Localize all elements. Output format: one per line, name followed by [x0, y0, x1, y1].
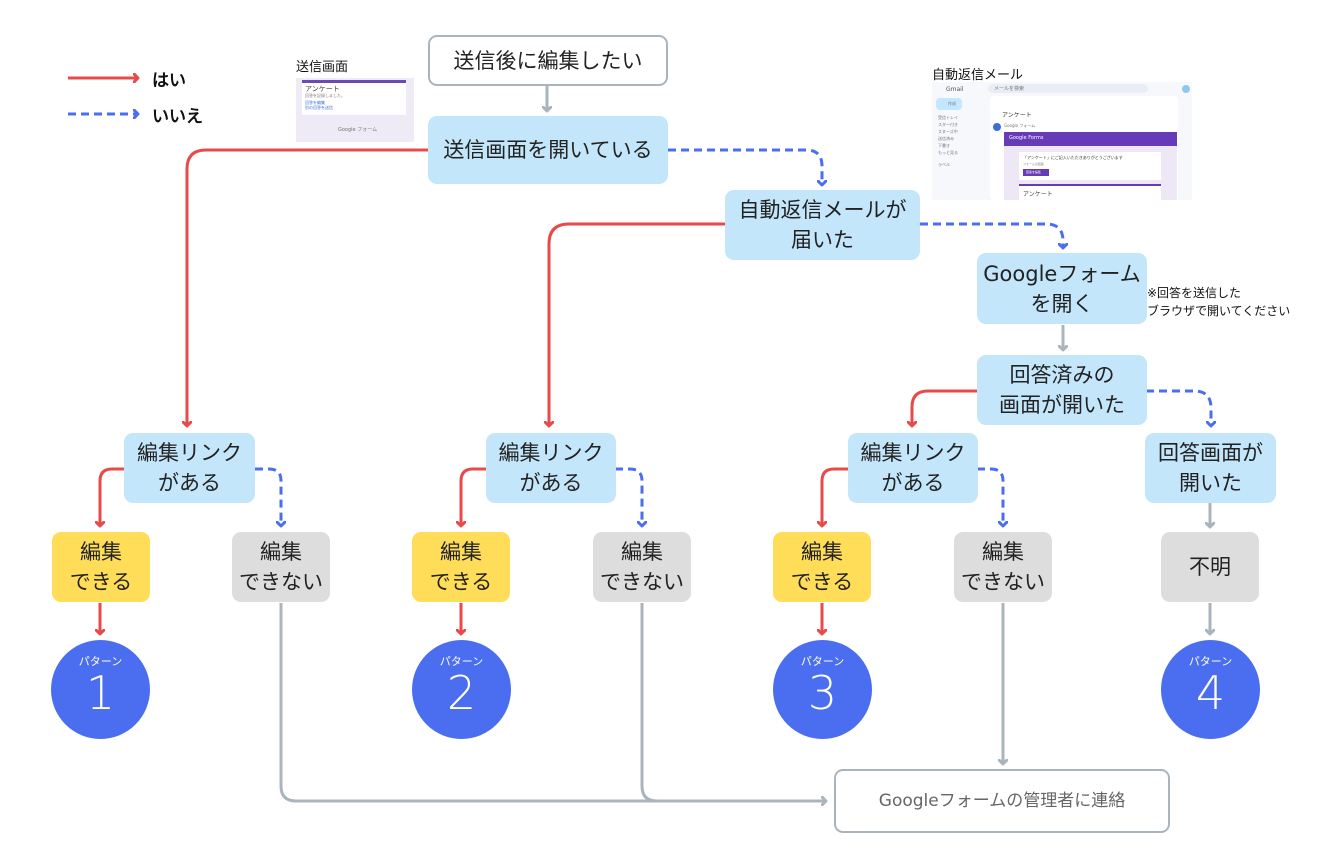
gmail-sidebar-item[interactable]: スター付き — [938, 122, 958, 127]
pattern-1-number: 1 — [85, 665, 116, 720]
edge-link2-no — [615, 467, 642, 526]
decision-answered-screen: 回答済みの 画面が開いた — [977, 355, 1147, 425]
edge-answered-no — [1146, 389, 1211, 426]
edge-link3-no — [977, 467, 1003, 526]
gmail-sidebar-item[interactable]: 下書き — [938, 143, 950, 148]
gmail-compose-button[interactable]: 作成 — [936, 98, 962, 110]
result-unknown: 不明 — [1161, 532, 1259, 602]
submit-screen-another-link[interactable]: 別の回答を送信 — [305, 105, 333, 110]
edge-submit-open-yes — [187, 148, 428, 426]
pattern-2-badge: パターン 2 — [412, 640, 511, 739]
edge-link1-no — [255, 467, 281, 526]
result-cannot-edit-2: 編集 できない — [593, 532, 691, 602]
start-node: 送信後に編集したい — [428, 35, 668, 86]
edge-submit-open-no — [668, 148, 822, 185]
gmail-search-bar[interactable]: メールを検索 — [988, 84, 1148, 93]
pattern-1-badge: パターン 1 — [51, 640, 150, 739]
pattern-3-label: パターン — [800, 654, 845, 668]
result-cannot-edit-1: 編集 できない — [232, 532, 330, 602]
gmail-sidebar-item[interactable]: スヌーズ中 — [938, 129, 958, 134]
result-can-edit-3: 編集 できる — [773, 532, 871, 602]
submit-screen-card: アンケート 回答を記録しました。 回答を編集 別の回答を送信 — [302, 80, 406, 115]
edge-link1-yes — [100, 467, 124, 526]
gmail-forms-banner: Google Forms — [1004, 132, 1177, 146]
decision-edit-link-2: 編集リンク がある — [486, 433, 616, 503]
edge-link3-yes — [822, 467, 848, 526]
gmail-compose-label: 作成 — [948, 101, 956, 106]
gmail-subject: アンケート — [1002, 112, 1032, 119]
gmail-sender: Google フォーム — [1004, 123, 1036, 128]
pattern-3-badge: パターン 3 — [773, 640, 872, 739]
submit-screen-caption: 送信画面 — [296, 60, 349, 75]
gmail-forms-sub-message: フォームの回答 — [1023, 162, 1044, 166]
gmail-message-pane: アンケート Google フォーム Google Forms 「アンケート」にご… — [990, 96, 1178, 200]
submit-screen-form-title: アンケート — [305, 85, 340, 93]
legend-no-label: いいえ — [152, 107, 203, 127]
edge-auto-reply-yes — [549, 222, 725, 426]
result-cannot-edit-3: 編集 できない — [954, 532, 1052, 602]
decision-edit-link-1: 編集リンク がある — [124, 433, 255, 503]
legend-yes-label: はい — [152, 71, 186, 91]
gmail-forms-banner-text: Google Forms — [1009, 135, 1044, 141]
decision-submit-screen-open: 送信画面を開いている — [428, 116, 668, 184]
gmail-forms-form-title: アンケート — [1023, 191, 1053, 198]
edge-answered-yes — [912, 389, 977, 426]
gmail-forms-card-2: アンケート — [1019, 184, 1161, 200]
pattern-1-label: パターン — [78, 654, 123, 668]
pattern-2-label: パターン — [439, 654, 484, 668]
result-can-edit-1: 編集 できる — [52, 532, 150, 602]
gmail-sender-avatar — [993, 123, 1001, 131]
decision-auto-reply-received: 自動返信メールが 届いた — [725, 190, 920, 260]
pattern-4-badge: パターン 4 — [1161, 640, 1260, 739]
edge-cannot-edit2-to-contact — [640, 603, 800, 803]
gmail-forms-edit-button-label: 回答を編集 — [1026, 170, 1042, 174]
gmail-labels-heading: ラベル — [938, 162, 950, 167]
auto-reply-caption: 自動返信メール — [932, 68, 1024, 83]
gmail-search-placeholder: メールを検索 — [994, 86, 1025, 92]
result-can-edit-2: 編集 できる — [412, 532, 510, 602]
decision-edit-link-3: 編集リンク がある — [848, 433, 978, 503]
submit-screen-footer: Google フォーム — [338, 127, 378, 133]
pattern-4-number: 4 — [1195, 665, 1226, 720]
gmail-avatar — [1182, 85, 1190, 93]
pattern-3-number: 3 — [807, 665, 838, 720]
edge-link2-yes — [461, 467, 486, 526]
contact-admin-node: Googleフォームの管理者に連絡 — [834, 769, 1170, 833]
submit-screen-thumbnail: アンケート 回答を記録しました。 回答を編集 別の回答を送信 Google フォ… — [296, 78, 414, 142]
gmail-logo: Gmail — [946, 86, 964, 93]
decision-answer-screen: 回答画面が 開いた — [1145, 433, 1276, 503]
gmail-forms-message: 「アンケート」にご記入いただきありがとうございます — [1023, 155, 1123, 160]
gmail-forms-body: 「アンケート」にご記入いただきありがとうございます フォームの回答 回答を編集 … — [1004, 146, 1177, 200]
open-form-note: ※回答を送信した ブラウザで開いてください — [1147, 286, 1291, 318]
gmail-sidebar-item[interactable]: 受信トレイ — [938, 115, 958, 120]
gmail-sidebar-item[interactable]: もっと見る — [938, 150, 958, 155]
step-open-google-form: Googleフォーム を開く — [977, 253, 1147, 324]
auto-reply-thumbnail: Gmail メールを検索 作成 受信トレイ スター付き スヌーズ中 送信済み 下… — [932, 82, 1192, 200]
submit-screen-response-text: 回答を記録しました。 — [305, 93, 345, 98]
edge-auto-reply-no — [920, 222, 1063, 248]
gmail-forms-edit-button[interactable]: 回答を編集 — [1023, 169, 1049, 176]
gmail-forms-card: 「アンケート」にご記入いただきありがとうございます フォームの回答 回答を編集 — [1019, 152, 1161, 180]
pattern-2-number: 2 — [446, 665, 477, 720]
gmail-sidebar-item[interactable]: 送信済み — [938, 136, 954, 141]
submit-screen-edit-link[interactable]: 回答を編集 — [305, 100, 325, 105]
edge-cannot-edit1-to-contact — [279, 603, 826, 801]
pattern-4-label: パターン — [1188, 654, 1233, 668]
